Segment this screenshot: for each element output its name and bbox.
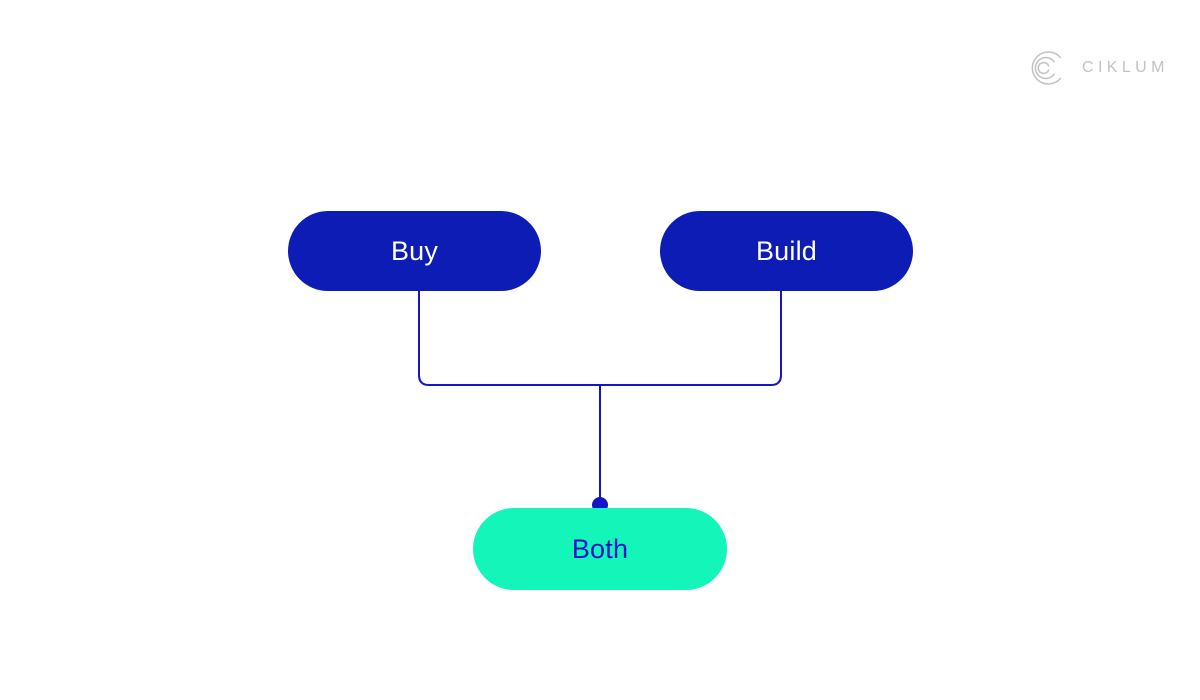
ciklum-c-logo-icon bbox=[1031, 51, 1062, 85]
node-buy[interactable]: Buy bbox=[288, 211, 541, 291]
node-build[interactable]: Build bbox=[660, 211, 913, 291]
brand-wordmark: CIKLUM bbox=[1082, 59, 1169, 76]
brand-logo: CIKLUM bbox=[1028, 48, 1169, 88]
node-both-label: Both bbox=[571, 533, 629, 564]
node-build-label: Build bbox=[755, 235, 818, 266]
node-both[interactable]: Both bbox=[473, 508, 727, 590]
node-buy-label: Buy bbox=[390, 235, 439, 266]
edge-buy-build-merge bbox=[418, 291, 782, 386]
